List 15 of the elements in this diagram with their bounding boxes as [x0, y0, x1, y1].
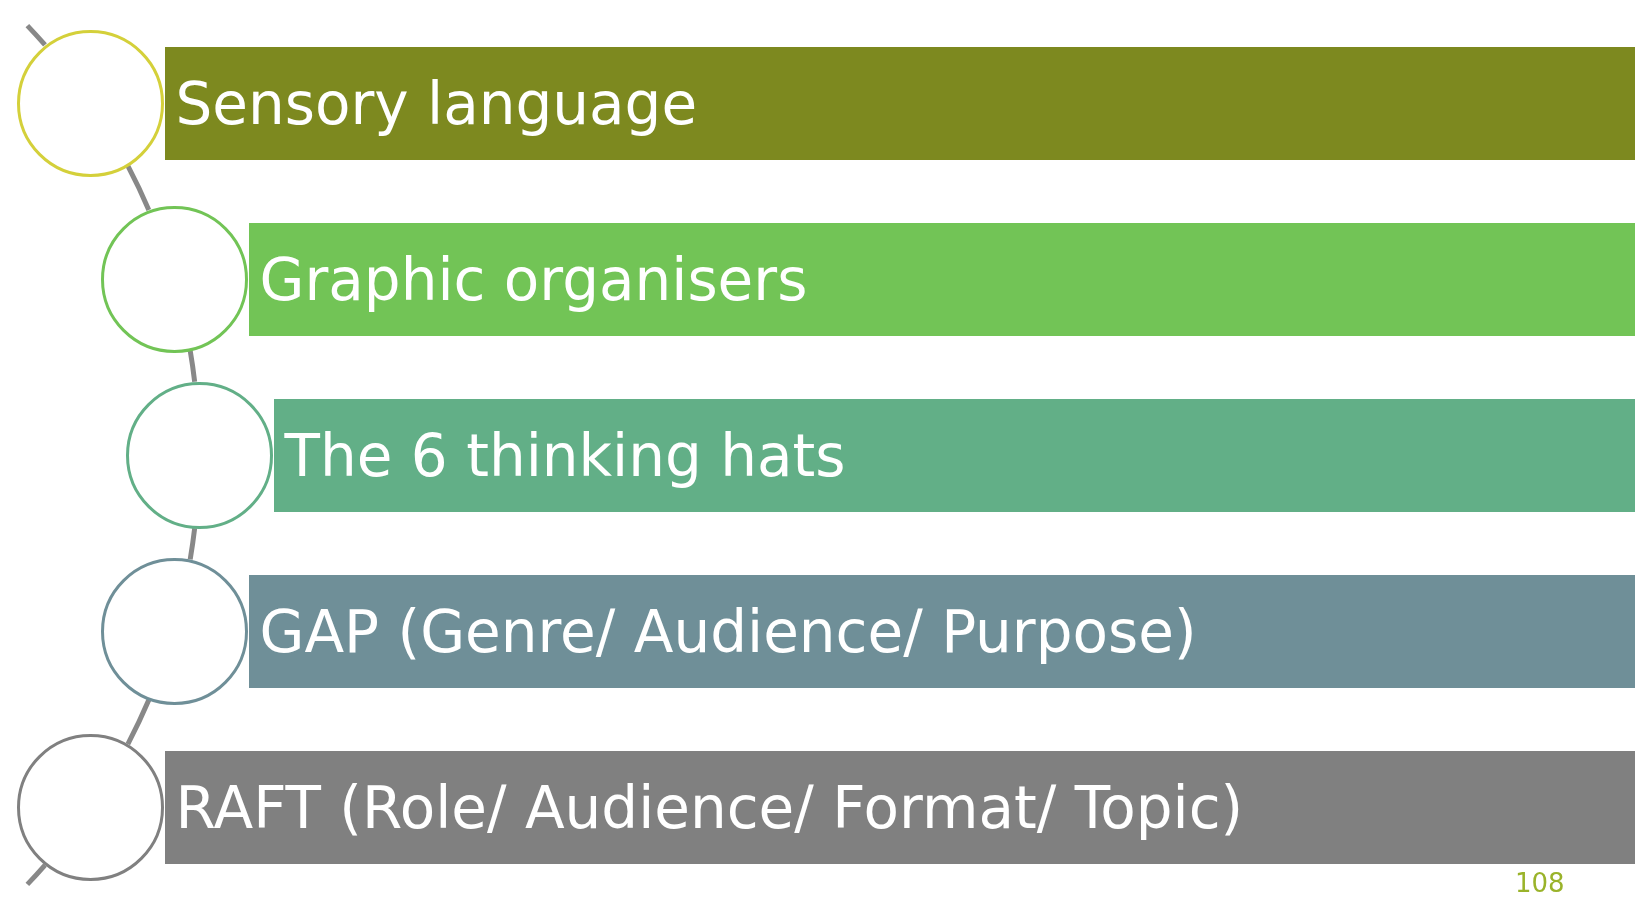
- connector-line: [187, 350, 198, 382]
- item-label: The 6 thinking hats: [284, 421, 846, 490]
- item-label: Graphic organisers: [259, 245, 808, 314]
- connector-line: [187, 528, 198, 560]
- list-bar: [273, 399, 1635, 512]
- item-label: Sensory language: [175, 69, 698, 138]
- list-bar: [248, 575, 1635, 688]
- page-number: 108: [1515, 868, 1565, 898]
- list-bar: [164, 751, 1635, 864]
- list-bar: [248, 223, 1635, 336]
- connector-line: [125, 164, 152, 211]
- connector-line: [125, 699, 152, 746]
- item-label: RAFT (Role/ Audience/ Format/ Topic): [175, 773, 1244, 842]
- list-bar: [164, 47, 1635, 160]
- item-label: GAP (Genre/ Audience/ Purpose): [259, 597, 1197, 666]
